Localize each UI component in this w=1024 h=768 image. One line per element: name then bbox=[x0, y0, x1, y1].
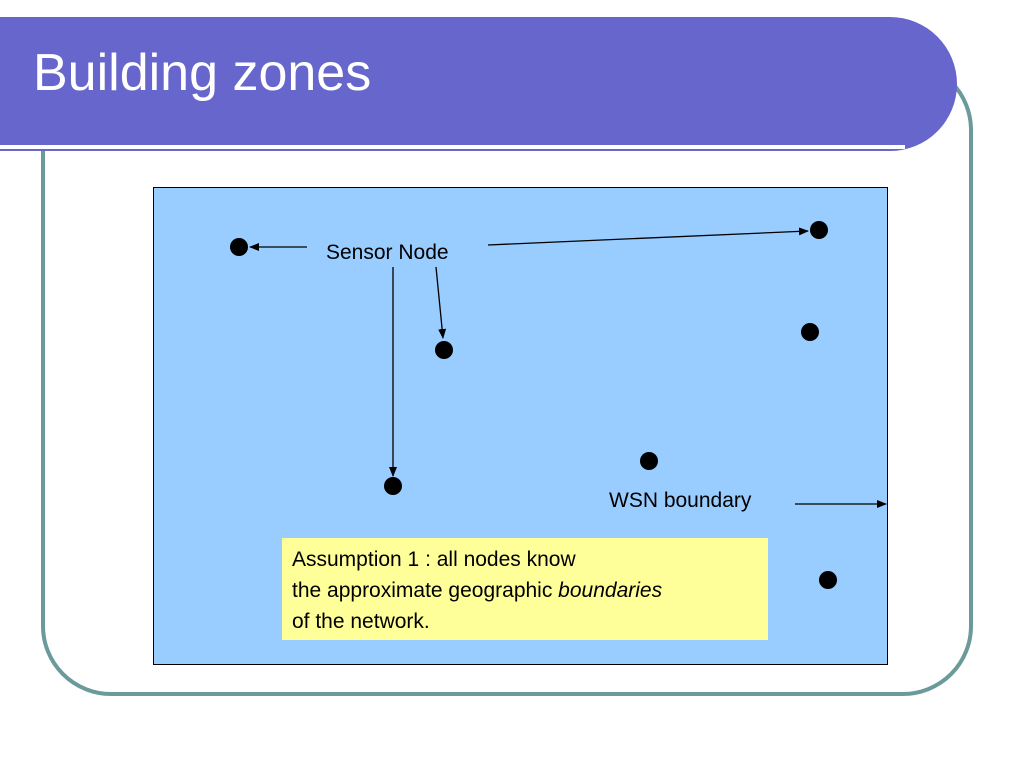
sensor-node-1 bbox=[230, 238, 248, 256]
sensor-node-7 bbox=[819, 571, 837, 589]
sensor-node-5 bbox=[640, 452, 658, 470]
sensor-node-6 bbox=[384, 477, 402, 495]
assumption-boundaries-emphasis: boundaries bbox=[558, 579, 662, 602]
assumption-line-2: the approximate geographic boundaries bbox=[292, 579, 663, 602]
assumption-note bbox=[282, 538, 768, 640]
sensor-node-4 bbox=[801, 323, 819, 341]
assumption-line-1: Assumption 1 : all nodes know bbox=[292, 548, 576, 571]
sensor-node-3 bbox=[435, 341, 453, 359]
sensor-node-2 bbox=[810, 221, 828, 239]
slide-title: Building zones bbox=[33, 44, 372, 102]
assumption-line-2-prefix: the approximate geographic bbox=[292, 579, 558, 602]
title-underline bbox=[0, 145, 905, 149]
arrow-to-node-3 bbox=[435, 266, 447, 339]
wsn-boundary-label: WSN boundary bbox=[609, 489, 752, 512]
arrow-to-node-2 bbox=[487, 227, 809, 246]
assumption-line-3: of the network. bbox=[292, 610, 430, 633]
sensor-node-label: Sensor Node bbox=[326, 241, 449, 264]
title-band bbox=[0, 17, 957, 151]
